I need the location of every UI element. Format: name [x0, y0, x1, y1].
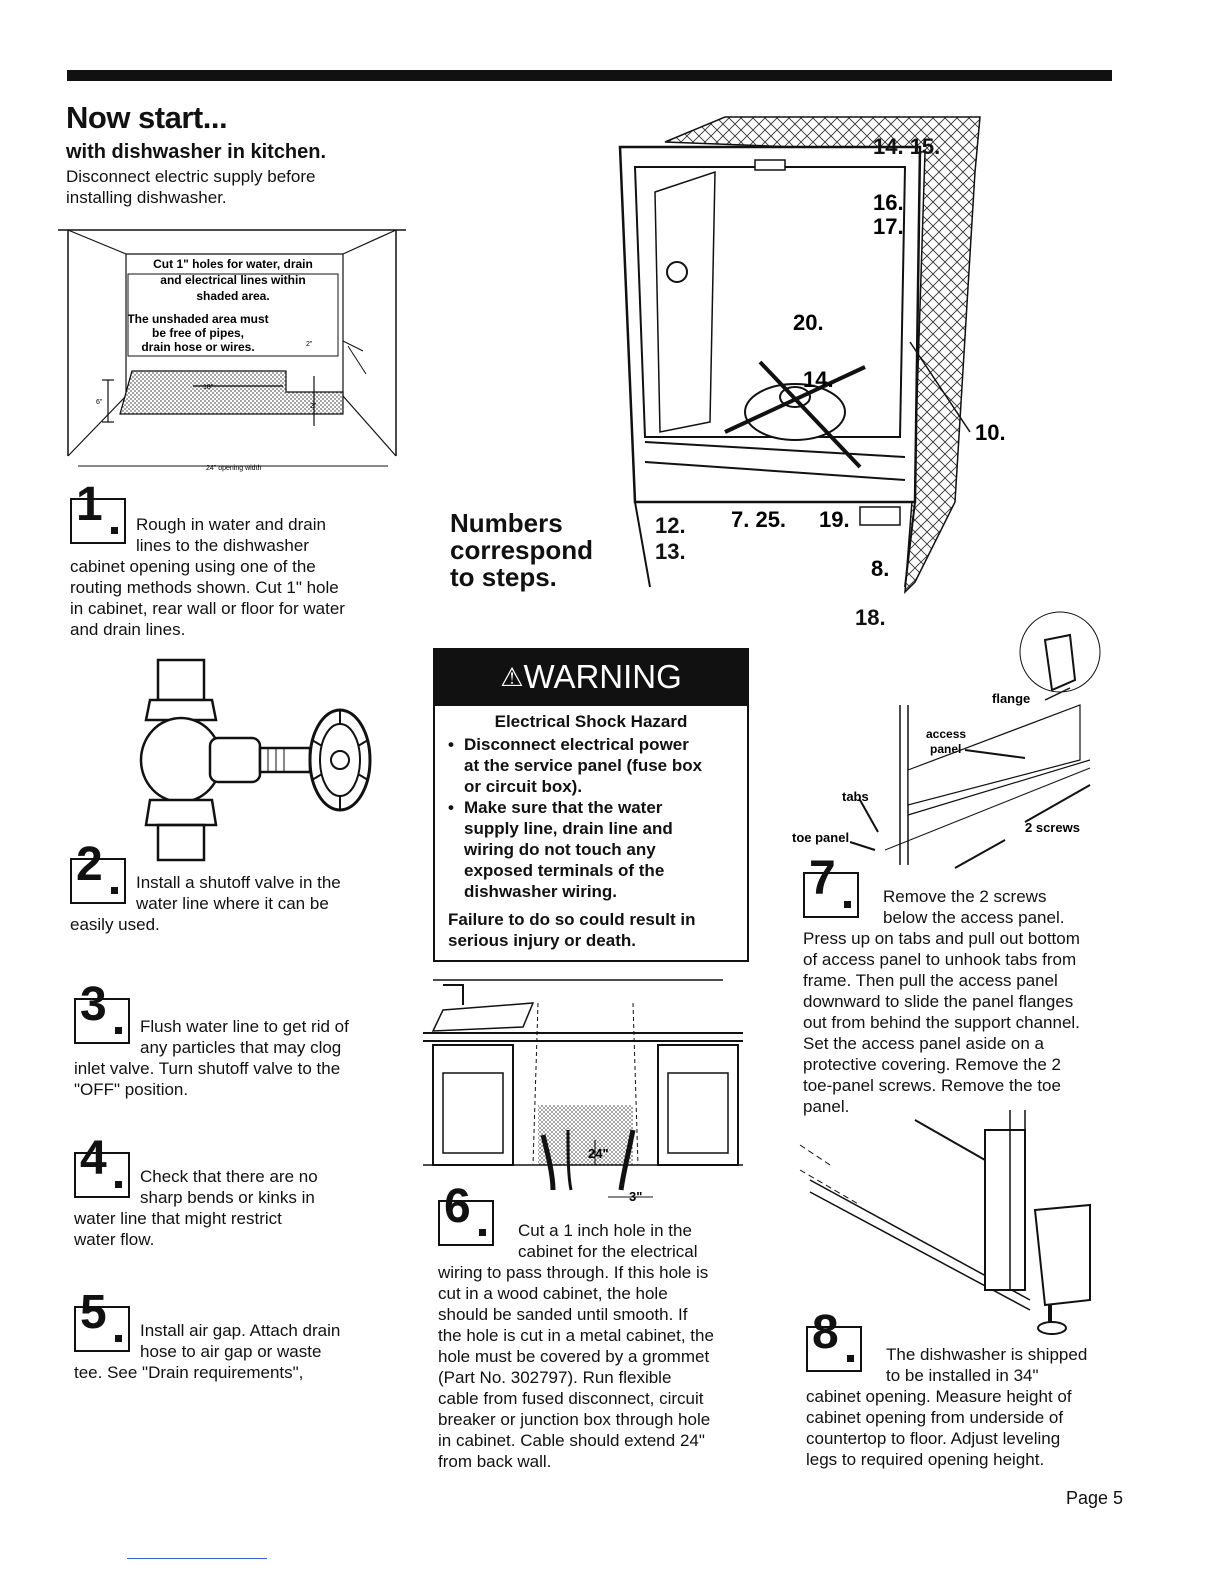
note1-line2: and electrical lines within — [160, 273, 305, 287]
step-7: 7 Remove the 2 screws below the access p… — [803, 852, 1080, 1116]
callout-20: 20. — [793, 310, 824, 335]
callout-18: 18. — [855, 605, 886, 630]
warning-bullet: • Disconnect electrical power at the ser… — [448, 735, 703, 796]
screws-label: 2 screws — [1025, 820, 1080, 835]
note2-line3: drain hose or wires. — [141, 340, 254, 354]
dim-24-label: 24" — [588, 1146, 609, 1161]
step-8: 8 The dishwasher is shipped to be instal… — [806, 1306, 1088, 1469]
access-panel-label-2: panel — [930, 742, 961, 756]
warning-triangle-icon: ⚠ — [500, 662, 524, 692]
warning-title: Electrical Shock Hazard — [494, 712, 688, 731]
step-2: 2 Install a shutoff valve in the water l… — [70, 838, 341, 934]
numbers-note: Numbers correspond to steps. — [450, 508, 594, 592]
tabs-label: tabs — [842, 789, 869, 804]
dishwasher-diagram: 14. 15. 16. 17. 20. 14. 10. 7. 25. 19. 8… — [618, 116, 1006, 594]
warning-footer: Failure to do so could result in serious… — [448, 910, 696, 950]
step-number-badge: 4 — [74, 1135, 130, 1198]
callout-17: 17. — [873, 214, 904, 239]
step-number-badge: 2 — [70, 841, 126, 904]
dim-6-label: 6" — [96, 399, 103, 406]
callout-10: 10. — [975, 420, 1006, 445]
step-5: 5 Install air gap. Attach drain hose to … — [74, 1286, 341, 1382]
callout-14-15: 14. 15. — [873, 134, 940, 159]
step-number-badge: 1 — [70, 481, 126, 544]
leveling-leg-illustration — [799, 1110, 1091, 1335]
callout-14: 14. — [803, 367, 834, 392]
page-number: Page 5 — [1066, 1488, 1124, 1508]
flange-label: flange — [992, 691, 1030, 706]
cabinet-opening-diagram: Cut 1" holes for water, drain and electr… — [58, 229, 406, 472]
note1-line1: Cut 1" holes for water, drain — [153, 257, 313, 271]
callout-8: 8. — [871, 556, 889, 581]
intro-text: Disconnect electric supply before instal… — [66, 167, 316, 207]
step-number-badge: 3 — [74, 981, 130, 1044]
toe-panel-label: toe panel — [792, 830, 849, 845]
callout-16: 16. — [873, 190, 904, 215]
dim-2a-label: 2" — [306, 341, 313, 348]
step-1: 1 Rough in water and drain lines to the … — [70, 478, 345, 639]
callout-7-25: 7. 25. — [731, 507, 786, 532]
step-6: 6 Cut a 1 inch hole in the cabinet for t… — [438, 1180, 714, 1471]
cabinet-hole-diagram: 24" 3" — [423, 979, 743, 1204]
dim-3-label: 3" — [629, 1189, 642, 1204]
top-rule — [67, 70, 1112, 81]
step-number-badge: 6 — [438, 1183, 494, 1246]
step-3: 3 Flush water line to get rid of any par… — [74, 978, 349, 1099]
access-panel-label-1: access — [926, 727, 966, 741]
dim-2b-label: 2" — [310, 403, 317, 410]
access-panel-diagram: flange access panel tabs toe panel 2 scr… — [792, 611, 1101, 869]
callout-13: 13. — [655, 539, 686, 564]
step-4: 4 Check that there are no sharp bends or… — [74, 1132, 318, 1249]
callout-12: 12. — [655, 513, 686, 538]
note2-line1: The unshaded area must — [127, 312, 268, 326]
shutoff-valve-illustration — [139, 658, 372, 862]
warning-bullet: • Make sure that the water supply line, … — [448, 798, 673, 901]
warning-header: ⚠WARNING — [433, 648, 749, 706]
page-subtitle: with dishwasher in kitchen. — [66, 141, 327, 163]
dim-18-label: 18" — [203, 384, 214, 391]
step-number-badge: 8 — [806, 1309, 862, 1372]
callout-19: 19. — [819, 507, 850, 532]
opening-width-label: 24" opening width — [206, 465, 262, 472]
step-number-badge: 5 — [74, 1289, 130, 1352]
note2-line2: be free of pipes, — [152, 326, 244, 340]
note1-line3: shaded area. — [196, 289, 269, 303]
page-title: Now start... — [66, 100, 228, 135]
step-number-badge: 7 — [803, 855, 859, 918]
footer-rule — [127, 1558, 267, 1559]
warning-bullets: • Disconnect electrical power at the ser… — [448, 734, 740, 902]
